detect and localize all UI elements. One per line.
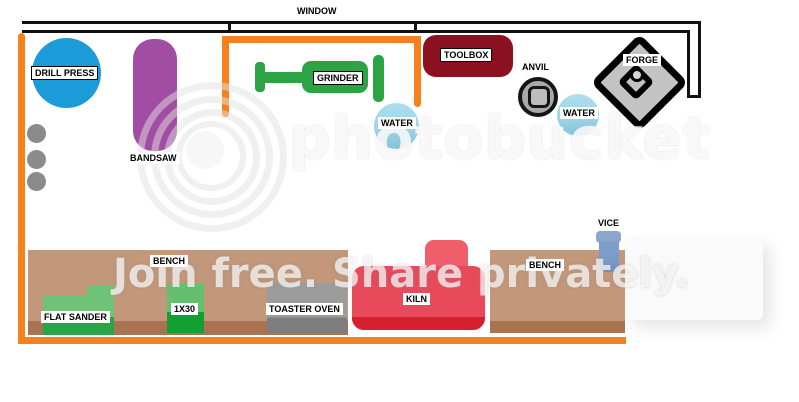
wall-dot-2 bbox=[27, 150, 46, 169]
belt-1x30-base bbox=[167, 312, 204, 333]
grinder-label: GRINDER bbox=[313, 71, 363, 85]
flat-sander-label: FLAT SANDER bbox=[41, 311, 110, 323]
watermark-card bbox=[624, 237, 763, 320]
grinder-shaft bbox=[260, 72, 304, 83]
anvil-label: ANVIL bbox=[519, 61, 552, 73]
right-wall-inner bbox=[687, 30, 690, 97]
bench-left-label: BENCH bbox=[150, 255, 189, 267]
wall-dot-1 bbox=[27, 124, 46, 143]
drill-press-label: DRILL PRESS bbox=[31, 66, 99, 80]
water-forge-label: WATER bbox=[560, 107, 598, 119]
forge-tuyere bbox=[630, 68, 644, 82]
vice-jaw bbox=[596, 231, 621, 243]
toaster-oven-label: TOASTER OVEN bbox=[266, 303, 343, 315]
room-outline-left bbox=[18, 33, 25, 344]
watermark-tagline: Join free. Share privately. bbox=[113, 251, 690, 297]
right-wall-end-cap bbox=[687, 95, 701, 98]
window-divider-tick-left bbox=[228, 21, 231, 33]
grinder-wheel-right bbox=[373, 55, 384, 102]
watermark-swirl-center bbox=[186, 131, 224, 169]
grinder-nook-right-leg bbox=[414, 36, 421, 107]
window-sill-inner bbox=[22, 30, 690, 33]
room-outline-bottom bbox=[18, 337, 626, 344]
toolbox-label: TOOLBOX bbox=[440, 48, 493, 62]
watermark-logo-text: photobucket bbox=[289, 104, 712, 172]
vice-label: VICE bbox=[595, 217, 623, 229]
grinder-nook-top bbox=[222, 36, 421, 43]
window-label: WINDOW bbox=[294, 5, 340, 17]
wall-dot-3 bbox=[27, 172, 46, 191]
window-sill-outer bbox=[22, 21, 701, 24]
bench-right-front-edge bbox=[490, 321, 625, 333]
kiln-label: KILN bbox=[403, 293, 430, 305]
grinder-nook-left-leg bbox=[222, 36, 229, 117]
water-grinder-label: WATER bbox=[378, 117, 416, 129]
window-divider-tick-right bbox=[414, 21, 417, 33]
kiln-base-edge bbox=[352, 317, 485, 330]
right-wall-outer bbox=[698, 21, 701, 98]
bandsaw-label: BANDSAW bbox=[127, 152, 180, 164]
belt-1x30-label: 1X30 bbox=[171, 303, 199, 315]
forge-label: FORGE bbox=[623, 54, 662, 66]
anvil bbox=[518, 77, 558, 117]
vice bbox=[599, 241, 619, 272]
anvil-face bbox=[528, 86, 550, 108]
bench-right-label: BENCH bbox=[526, 259, 565, 271]
